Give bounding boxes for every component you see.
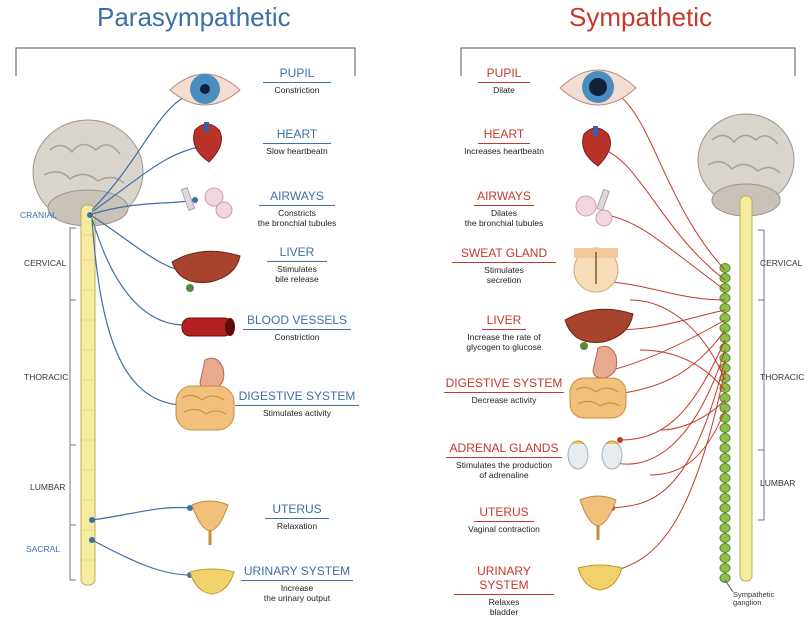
organ-effect: Vaginal contraction bbox=[434, 524, 574, 534]
symp-pupil-label: PUPIL Dilate bbox=[434, 66, 574, 95]
ganglion-bead bbox=[720, 324, 730, 333]
segment-thoracic: THORACIC bbox=[24, 372, 68, 382]
ganglion-bead bbox=[720, 424, 730, 433]
organ-effect: Stimulates the production of adrenaline bbox=[434, 460, 574, 480]
ganglion-bead bbox=[720, 294, 730, 303]
para-pupil-label: PUPIL Constriction bbox=[227, 66, 367, 95]
organ-effect: Constriction bbox=[227, 85, 367, 95]
ganglion-bead bbox=[720, 444, 730, 453]
airways-icon bbox=[181, 188, 232, 218]
ganglion-bead bbox=[720, 534, 730, 543]
ganglion-bead bbox=[720, 394, 730, 403]
ganglion-bead bbox=[720, 474, 730, 483]
organ-name: SWEAT GLAND bbox=[452, 246, 556, 263]
organ-name: BLOOD VESSELS bbox=[243, 313, 351, 330]
para-heart-label: HEART Slow heartbeatn bbox=[227, 127, 367, 156]
organ-effect: Stimulates secretion bbox=[434, 265, 574, 285]
ganglion-bead bbox=[720, 544, 730, 553]
uterus-icon bbox=[192, 501, 228, 545]
organ-effect: Relaxes bladder bbox=[434, 597, 574, 617]
symp-adrenal-label: ADRENAL GLANDS Stimulates the production … bbox=[434, 441, 574, 480]
ganglion-bead bbox=[720, 494, 730, 503]
symp-airways-label: AIRWAYS Dilates the bronchial tubules bbox=[434, 189, 574, 228]
symp-spinal-cord bbox=[740, 196, 752, 581]
organ-effect: Stimulates bile release bbox=[227, 264, 367, 284]
organ-effect: Relaxation bbox=[227, 521, 367, 531]
symp-digestive-label: DIGESTIVE SYSTEM Decrease activity bbox=[434, 376, 574, 405]
organ-effect: Constriction bbox=[227, 332, 367, 342]
ganglion-bead bbox=[720, 554, 730, 563]
organ-effect: Increases heartbeatn bbox=[434, 146, 574, 156]
organ-name: URINARY SYSTEM bbox=[454, 564, 554, 595]
organ-name: UTERUS bbox=[265, 502, 329, 519]
organ-name: AIRWAYS bbox=[474, 189, 534, 206]
digestive-system-icon bbox=[176, 358, 234, 430]
organ-name: HEART bbox=[478, 127, 530, 144]
ganglion-bead bbox=[720, 274, 730, 283]
organ-name: DIGESTIVE SYSTEM bbox=[235, 389, 359, 406]
organ-name: LIVER bbox=[482, 313, 526, 330]
symp-uterus-label: UTERUS Vaginal contraction bbox=[434, 505, 574, 534]
symp-liver-label: LIVER Increase the rate of glycogen to gl… bbox=[434, 313, 574, 352]
organ-name: URINARY SYSTEM bbox=[241, 564, 353, 581]
segment-sacral: SACRAL bbox=[26, 544, 60, 554]
ganglion-bead bbox=[720, 454, 730, 463]
uterus-icon bbox=[580, 496, 616, 540]
ganglion-bead bbox=[720, 464, 730, 473]
organ-effect: Dilate bbox=[434, 85, 574, 95]
organ-effect: Increase the rate of glycogen to glucose bbox=[434, 332, 574, 352]
segment-lumbar: LUMBAR bbox=[30, 482, 65, 492]
segment-cervical-right: CERVICAL bbox=[760, 258, 802, 268]
ganglion-bead bbox=[720, 564, 730, 573]
para-spinal-cord bbox=[81, 205, 95, 585]
ganglion-bead bbox=[720, 524, 730, 533]
heart-icon bbox=[583, 126, 611, 166]
liver-icon bbox=[565, 309, 633, 350]
symp-heart-label: HEART Increases heartbeatn bbox=[434, 127, 574, 156]
organ-name: PUPIL bbox=[263, 66, 331, 83]
ganglion-pointer bbox=[725, 580, 733, 592]
organ-name: HEART bbox=[263, 127, 331, 144]
ganglion-bead bbox=[720, 484, 730, 493]
para-uterus-label: UTERUS Relaxation bbox=[227, 502, 367, 531]
para-urinary-label: URINARY SYSTEM Increase the urinary outpu… bbox=[227, 564, 367, 603]
organ-name: LIVER bbox=[267, 245, 327, 262]
para-airways-label: AIRWAYS Constricts the bronchial tubules bbox=[227, 189, 367, 228]
para-liver-label: LIVER Stimulates bile release bbox=[227, 245, 367, 284]
sympathetic-ganglion-label: Sympathetic ganglion bbox=[733, 591, 774, 607]
bladder-icon bbox=[578, 565, 622, 590]
segment-cranial: CRANIAL bbox=[20, 210, 57, 220]
organ-effect: Slow heartbeatn bbox=[227, 146, 367, 156]
ganglion-bead bbox=[720, 504, 730, 513]
organ-name: AIRWAYS bbox=[259, 189, 335, 206]
para-blood-vessels-label: BLOOD VESSELS Constriction bbox=[227, 313, 367, 342]
adrenal-glands-icon bbox=[568, 441, 622, 469]
sympathetic-ganglia bbox=[720, 264, 730, 583]
ganglion-bead bbox=[720, 514, 730, 523]
sweat-gland-icon bbox=[574, 248, 618, 292]
ganglion-bead bbox=[720, 434, 730, 443]
digestive-system-icon bbox=[570, 346, 626, 418]
organ-effect: Constricts the bronchial tubules bbox=[227, 208, 367, 228]
para-digestive-label: DIGESTIVE SYSTEM Stimulates activity bbox=[227, 389, 367, 418]
organ-effect: Stimulates activity bbox=[227, 408, 367, 418]
heart-icon bbox=[194, 122, 222, 162]
organ-name: DIGESTIVE SYSTEM bbox=[444, 376, 564, 393]
ganglion-bead bbox=[720, 574, 730, 583]
organ-name: ADRENAL GLANDS bbox=[446, 441, 562, 458]
symp-sweat-gland-label: SWEAT GLAND Stimulates secretion bbox=[434, 246, 574, 285]
segment-lumbar-right: LUMBAR bbox=[760, 478, 795, 488]
segment-cervical: CERVICAL bbox=[24, 258, 66, 268]
organ-effect: Dilates the bronchial tubules bbox=[434, 208, 574, 228]
segment-thoracic-right: THORACIC bbox=[760, 372, 804, 382]
organ-effect: Decrease activity bbox=[434, 395, 574, 405]
ganglion-bead bbox=[720, 314, 730, 323]
ganglion-bead bbox=[720, 264, 730, 273]
organ-name: UTERUS bbox=[474, 505, 534, 522]
organ-effect: Increase the urinary output bbox=[227, 583, 367, 603]
organ-name: PUPIL bbox=[478, 66, 530, 83]
airways-icon bbox=[576, 190, 612, 226]
